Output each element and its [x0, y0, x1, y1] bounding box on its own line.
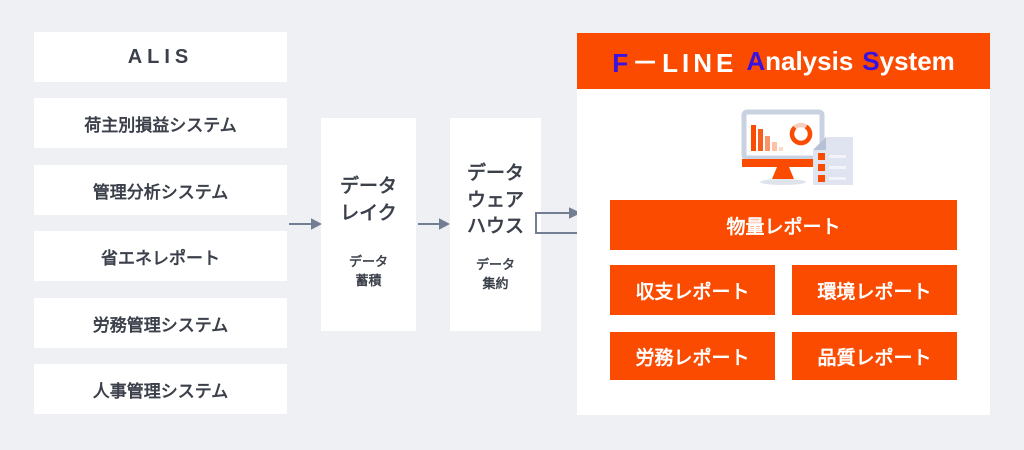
data-warehouse-title: データ ウェア ハウス [466, 163, 524, 237]
report-volume: 物量レポート [610, 200, 957, 250]
title-fline-segment: F－LINE [612, 47, 738, 78]
data-lake-title: データ レイク [339, 176, 397, 224]
report-labor: 労務レポート [610, 332, 775, 380]
data-lake-subtitle: データ 蓄積 [348, 253, 388, 288]
source-box-hr-management: 人事管理システム [34, 364, 287, 414]
flas-panel-title: F－LINE Analysis System [577, 33, 990, 89]
title-analysis-segment: Analysis [746, 45, 854, 76]
report-environment: 環境レポート [792, 265, 957, 315]
flas-panel: F－LINE Analysis System [577, 33, 990, 415]
source-box-alis: ALIS [34, 32, 287, 82]
arrow-warehouse-to-panel-icon [535, 212, 578, 234]
data-lake-box: データ レイク データ 蓄積 [321, 118, 416, 331]
title-system-segment: System [862, 45, 955, 76]
data-warehouse-subtitle: データ 集約 [475, 256, 515, 291]
data-warehouse-box: データ ウェア ハウス データ 集約 [450, 118, 541, 331]
report-quality: 品質レポート [792, 332, 957, 380]
analytics-dashboard-icon [741, 109, 853, 185]
source-box-shipper-profit: 荷主別損益システム [34, 98, 287, 148]
source-box-management-analysis: 管理分析システム [34, 165, 287, 215]
report-balance: 収支レポート [610, 265, 775, 315]
source-box-energy-report: 省エネレポート [34, 231, 287, 281]
source-box-labor-management: 労務管理システム [34, 298, 287, 348]
